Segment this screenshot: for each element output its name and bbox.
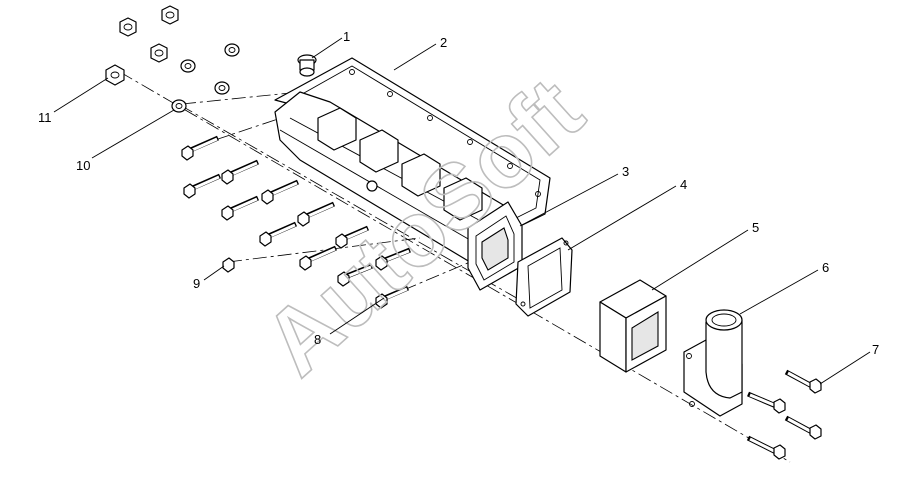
bolt-icon [335, 225, 369, 249]
thermostat-housing [683, 309, 743, 417]
washer-icon [214, 81, 230, 95]
bolt-icon [183, 173, 222, 199]
bolt-icon [746, 435, 786, 460]
hex-nut-icon [150, 43, 168, 63]
hex-nut-icon [161, 5, 179, 25]
callout-10: 10 [76, 158, 90, 173]
bolt-icon [259, 221, 298, 247]
callout-1: 1 [343, 29, 350, 44]
callout-11: 11 [38, 110, 52, 125]
spacer-block [599, 279, 667, 373]
callout-numbers: 1 2 3 4 5 6 7 8 9 10 11 [38, 29, 879, 357]
callout-4: 4 [680, 177, 687, 192]
plug-icon [297, 54, 317, 77]
bolt-icon [337, 263, 373, 287]
washer-icon [171, 99, 187, 113]
bolt-icon [784, 415, 822, 440]
nuts-and-washers [105, 5, 240, 113]
bolts [181, 135, 411, 309]
bolt-icon [181, 135, 220, 161]
bolt-icon [221, 195, 260, 221]
bolt-icon [297, 201, 336, 227]
bolt-icon [375, 247, 411, 271]
housing-bolts [746, 369, 822, 460]
outlet-flange [467, 201, 523, 291]
hex-nut-icon [119, 17, 137, 37]
bolt-icon [784, 369, 822, 394]
callout-9: 9 [193, 276, 200, 291]
callout-2: 2 [440, 35, 447, 50]
bolt-icon [747, 391, 786, 414]
bolt-icon [375, 285, 409, 309]
assembly-axes [119, 71, 791, 463]
callout-7: 7 [872, 342, 879, 357]
bolt-icon [299, 245, 338, 271]
washer-icon [180, 59, 196, 73]
leader-lines [53, 37, 871, 385]
callout-6: 6 [822, 260, 829, 275]
callout-3: 3 [622, 164, 629, 179]
callout-8: 8 [314, 332, 321, 347]
callout-5: 5 [752, 220, 759, 235]
bolt-icon [261, 179, 300, 205]
manifold-port [317, 107, 483, 221]
flange-gasket [515, 237, 573, 317]
stud-nut-icon [222, 257, 235, 273]
hex-nut-icon [105, 64, 125, 86]
bolt-icon [221, 159, 260, 185]
washer-icon [224, 43, 240, 57]
exhaust-manifold [274, 91, 523, 291]
